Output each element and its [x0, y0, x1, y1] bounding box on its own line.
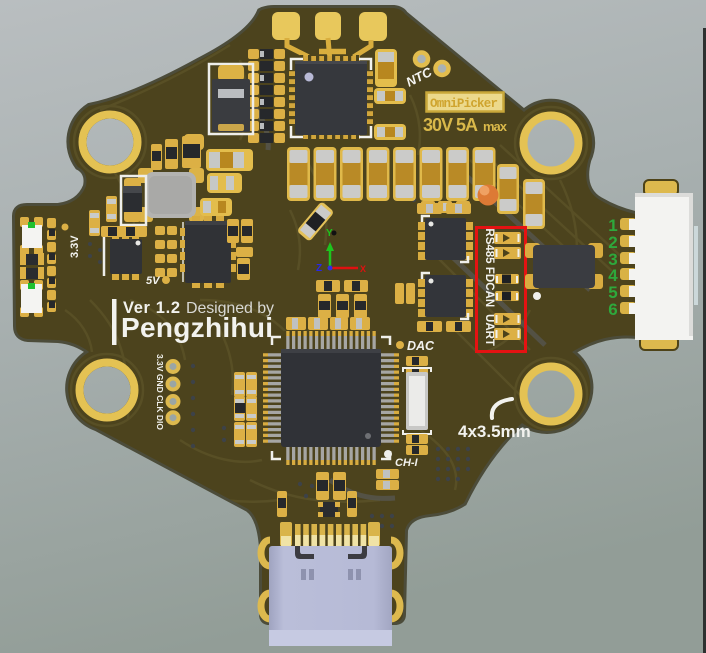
svg-text:UART: UART	[483, 314, 495, 346]
svg-text:Pengzhihui: Pengzhihui	[121, 312, 273, 343]
svg-text:Y: Y	[326, 228, 333, 239]
svg-text:Designed by: Designed by	[186, 300, 274, 317]
svg-text:max: max	[483, 119, 508, 134]
svg-text:2: 2	[608, 233, 617, 252]
svg-text:RS485: RS485	[483, 228, 495, 264]
svg-text:4: 4	[608, 266, 618, 285]
svg-text:5: 5	[608, 283, 617, 302]
svg-text:3.3V: 3.3V	[69, 235, 81, 258]
svg-text:4x3.5mm: 4x3.5mm	[458, 422, 531, 441]
svg-text:FDCAN: FDCAN	[483, 267, 495, 307]
svg-text:1: 1	[608, 216, 617, 235]
svg-text:Z: Z	[316, 263, 322, 274]
svg-text:Ver 1.2: Ver 1.2	[123, 299, 180, 317]
svg-text:5V: 5V	[146, 275, 161, 287]
svg-text:OmniPicker: OmniPicker	[430, 97, 498, 111]
svg-text:6: 6	[608, 300, 617, 319]
svg-text:DAC: DAC	[407, 339, 435, 353]
svg-text:X: X	[360, 264, 366, 274]
svg-text:30V 5A: 30V 5A	[423, 115, 478, 135]
svg-text:3: 3	[608, 250, 617, 269]
svg-text:3.3V GND CLK DIO: 3.3V GND CLK DIO	[155, 354, 165, 430]
svg-text:CH-I: CH-I	[395, 457, 419, 469]
